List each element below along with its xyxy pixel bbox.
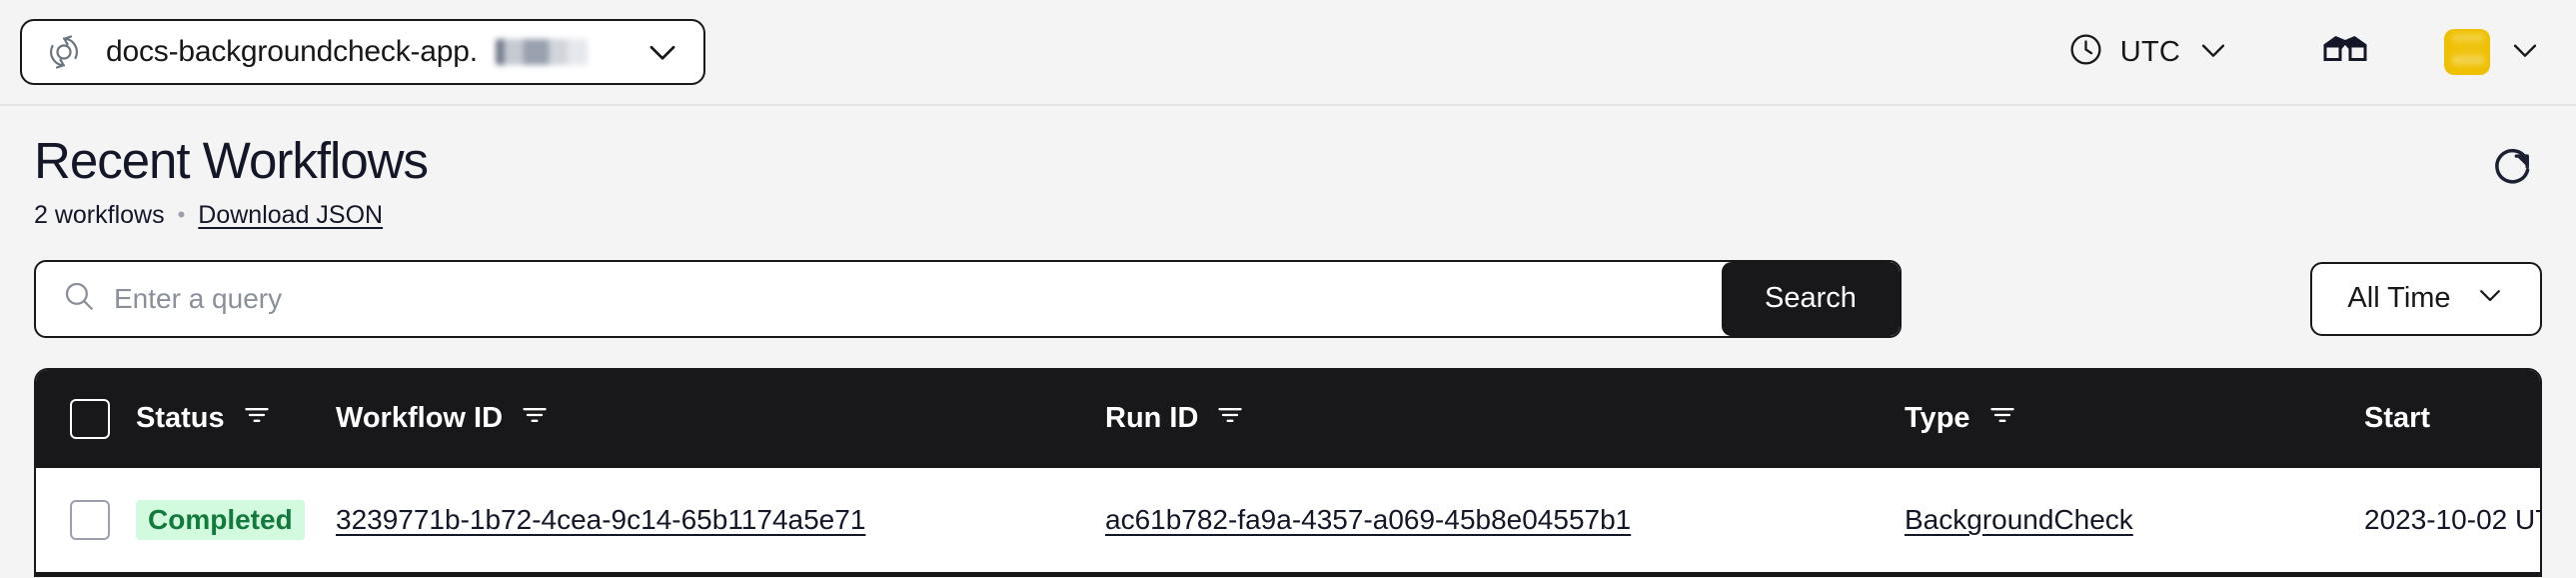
top-navigation-bar: docs-backgroundcheck-app. UTC <box>0 0 2576 106</box>
refresh-button[interactable] <box>2484 144 2540 200</box>
chevron-down-icon[interactable] <box>2508 33 2542 72</box>
column-header-status[interactable]: Status <box>136 370 336 468</box>
page-title: Recent Workflows <box>34 132 429 189</box>
table-header-row: Status Workflow I <box>36 369 2540 468</box>
page-subtitle: 2 workflows • Download JSON <box>34 201 2542 230</box>
search-button[interactable]: Search <box>1722 261 1900 336</box>
filter-icon[interactable] <box>243 401 271 437</box>
subtitle-separator: • <box>177 202 186 228</box>
glasses-icon[interactable] <box>2314 24 2376 80</box>
time-range-value: All Time <box>2347 282 2451 315</box>
search-input[interactable] <box>114 282 1696 315</box>
cell-start: 2023-10-02 UT <box>2364 468 2542 574</box>
topbar-right-actions: UTC <box>2057 23 2542 81</box>
run-id-link[interactable]: ac61b782-fa9a-4357-a069-45b8e04557b1 <box>1105 503 1632 535</box>
chevron-down-icon[interactable] <box>610 33 681 71</box>
workflows-table: Status Workflow I <box>34 367 2542 578</box>
clock-icon <box>2067 31 2104 73</box>
page-content: Recent Workflows 2 workflows • Download … <box>0 106 2576 578</box>
row-select-cell <box>36 468 136 574</box>
column-header-run-id[interactable]: Run ID <box>1105 370 1905 468</box>
cell-workflow-id: 3239771b-1b72-4cea-9c14-65b1174a5e71 <box>336 468 1105 574</box>
filter-icon[interactable] <box>521 401 549 437</box>
namespace-redacted-suffix <box>495 39 588 65</box>
chevron-down-icon <box>2475 280 2505 318</box>
search-input-container <box>36 262 1722 336</box>
cell-run-id: ac61b782-fa9a-4357-a069-45b8e04557b1 <box>1105 468 1905 574</box>
table-row[interactable]: Completed 3239771b-1b72-4cea-9c14-65b117… <box>36 467 2542 574</box>
filter-icon[interactable] <box>1216 401 1244 437</box>
workflow-count-label: 2 workflows <box>34 200 165 229</box>
status-badge: Completed <box>136 499 305 540</box>
namespace-label: docs-backgroundcheck-app. <box>106 35 478 68</box>
download-json-link[interactable]: Download JSON <box>198 200 384 229</box>
namespace-selector[interactable]: docs-backgroundcheck-app. <box>20 19 705 85</box>
search-icon <box>62 279 96 318</box>
type-link[interactable]: BackgroundCheck <box>1905 503 2133 535</box>
temporal-namespace-icon <box>44 32 84 72</box>
refresh-icon <box>2490 148 2534 197</box>
cell-status: Completed <box>136 468 336 574</box>
row-checkbox[interactable] <box>70 499 110 540</box>
timezone-picker[interactable]: UTC <box>2057 23 2240 81</box>
column-header-start[interactable]: Start <box>2364 370 2540 468</box>
column-label-start: Start <box>2364 402 2431 435</box>
start-time: 2023-10-02 UT <box>2364 503 2542 535</box>
search-row: Search All Time <box>34 259 2542 338</box>
column-label-workflow-id: Workflow ID <box>336 402 504 435</box>
cell-type: BackgroundCheck <box>1905 468 2364 574</box>
column-label-run-id: Run ID <box>1105 402 1199 435</box>
search-bar: Search <box>34 259 1902 338</box>
chevron-down-icon[interactable] <box>2196 33 2230 72</box>
user-menu[interactable] <box>2444 29 2542 75</box>
filter-icon[interactable] <box>1988 401 2016 437</box>
workflow-id-link[interactable]: 3239771b-1b72-4cea-9c14-65b1174a5e71 <box>336 503 866 535</box>
column-header-workflow-id[interactable]: Workflow ID <box>336 370 1105 468</box>
column-label-status: Status <box>136 402 225 435</box>
page-header: Recent Workflows 2 workflows • Download … <box>34 106 2542 230</box>
avatar <box>2444 29 2490 75</box>
timezone-label: UTC <box>2119 35 2180 68</box>
column-label-type: Type <box>1905 402 1970 435</box>
select-all-cell <box>36 370 136 468</box>
select-all-checkbox[interactable] <box>70 398 110 439</box>
time-range-select[interactable]: All Time <box>2310 261 2542 336</box>
column-header-type[interactable]: Type <box>1905 370 2364 468</box>
